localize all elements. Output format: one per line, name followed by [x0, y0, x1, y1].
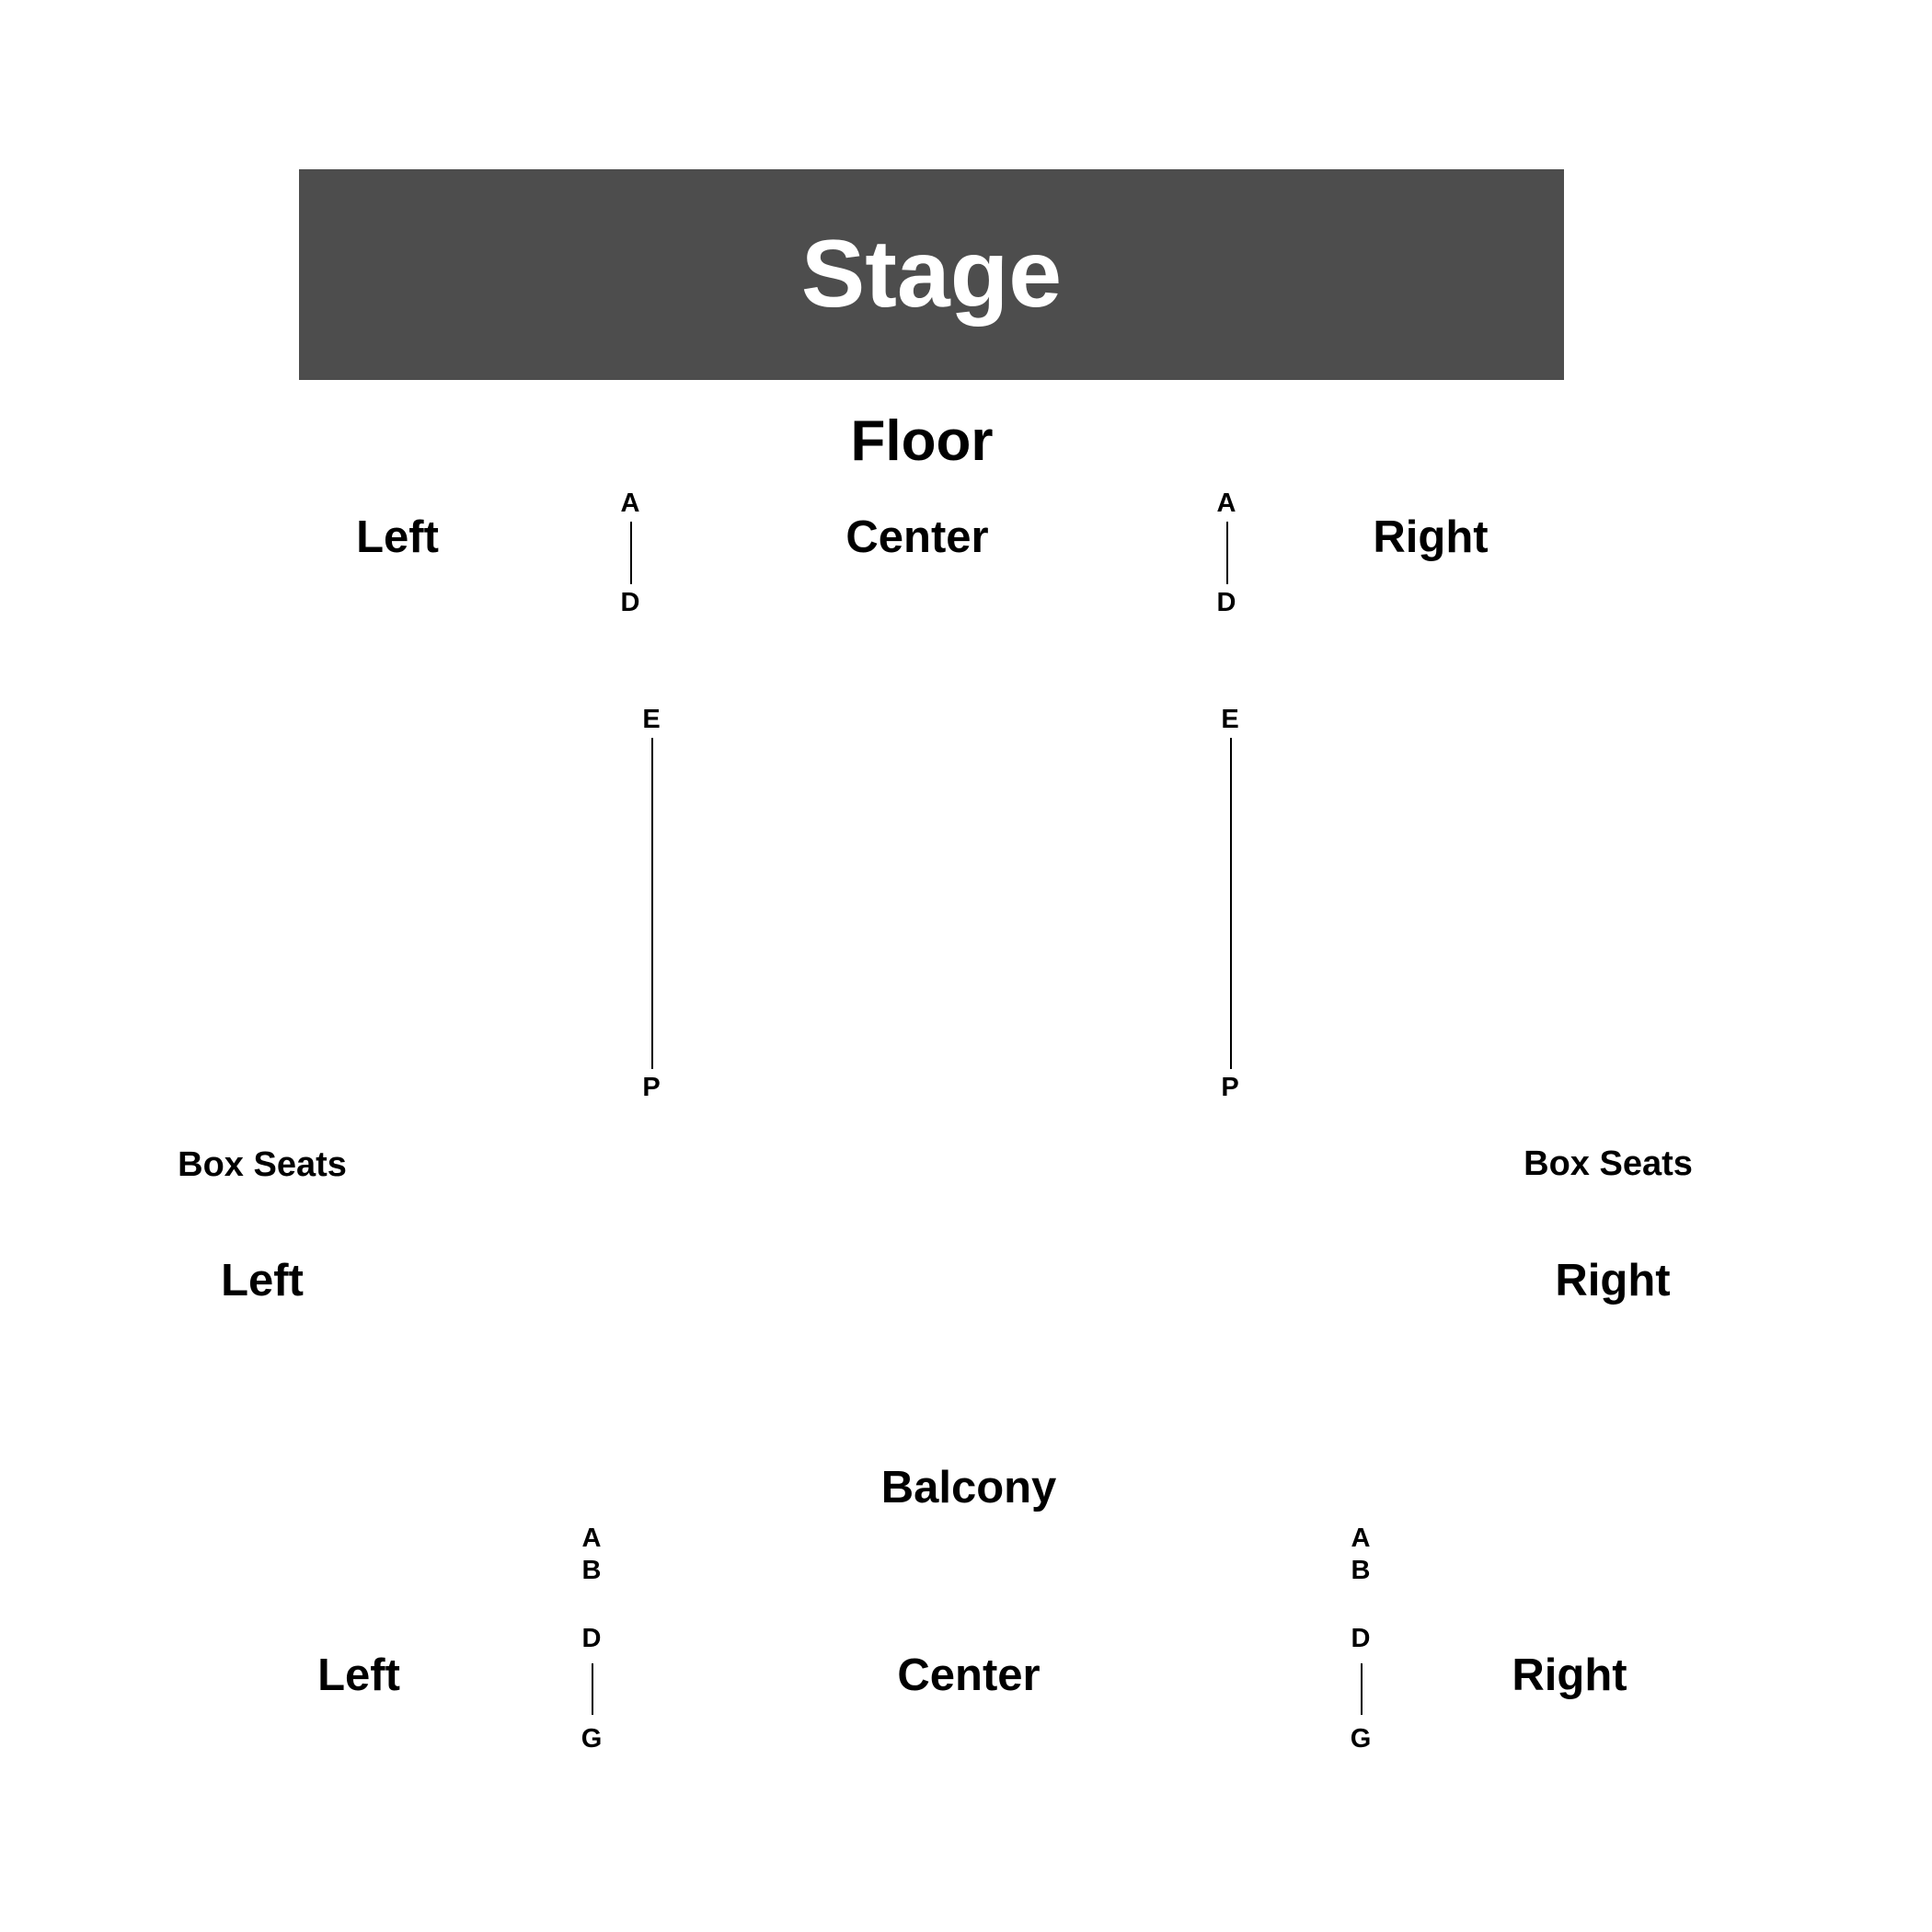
floor-right-row-e: E: [1221, 705, 1239, 734]
floor-left-row-e: E: [642, 705, 661, 734]
stage-label: Stage: [800, 221, 1063, 328]
balcony-right-row-b: B: [1351, 1556, 1371, 1585]
balcony-left-row-a: A: [581, 1524, 602, 1553]
floor-section-right: Right: [1373, 512, 1489, 562]
balcony-right-row-a: A: [1351, 1524, 1371, 1553]
balcony-left-row-b: B: [581, 1556, 602, 1585]
box-seats-left-title: Box Seats: [178, 1145, 347, 1184]
balcony-right-range-line: [1361, 1663, 1363, 1715]
floor-right-front-range-line: [1226, 522, 1228, 584]
floor-left-row-a: A: [620, 489, 640, 518]
floor-right-row-a: A: [1216, 489, 1236, 518]
floor-section-center: Center: [845, 512, 989, 562]
balcony-right-row-g: G: [1350, 1724, 1372, 1754]
balcony-right-row-d: D: [1351, 1624, 1371, 1653]
floor-left-front-range-line: [630, 522, 632, 584]
floor-right-row-p: P: [1221, 1073, 1239, 1102]
box-seats-left-side: Left: [221, 1256, 304, 1305]
balcony-section-center: Center: [897, 1650, 1041, 1700]
balcony-section-left: Left: [317, 1650, 400, 1700]
balcony-left-range-line: [592, 1663, 593, 1715]
balcony-left-row-d: D: [581, 1624, 602, 1653]
floor-left-row-p: P: [642, 1073, 661, 1102]
balcony-section-right: Right: [1512, 1650, 1627, 1700]
floor-left-back-range-line: [651, 738, 653, 1069]
floor-title: Floor: [850, 409, 994, 473]
floor-right-row-d: D: [1216, 588, 1236, 617]
balcony-title: Balcony: [880, 1463, 1057, 1512]
stage: Stage: [299, 169, 1564, 380]
box-seats-right-side: Right: [1555, 1256, 1671, 1305]
floor-section-left: Left: [356, 512, 439, 562]
floor-left-row-d: D: [620, 588, 640, 617]
floor-right-back-range-line: [1230, 738, 1232, 1069]
box-seats-right-title: Box Seats: [1524, 1144, 1693, 1183]
balcony-left-row-g: G: [581, 1724, 603, 1754]
